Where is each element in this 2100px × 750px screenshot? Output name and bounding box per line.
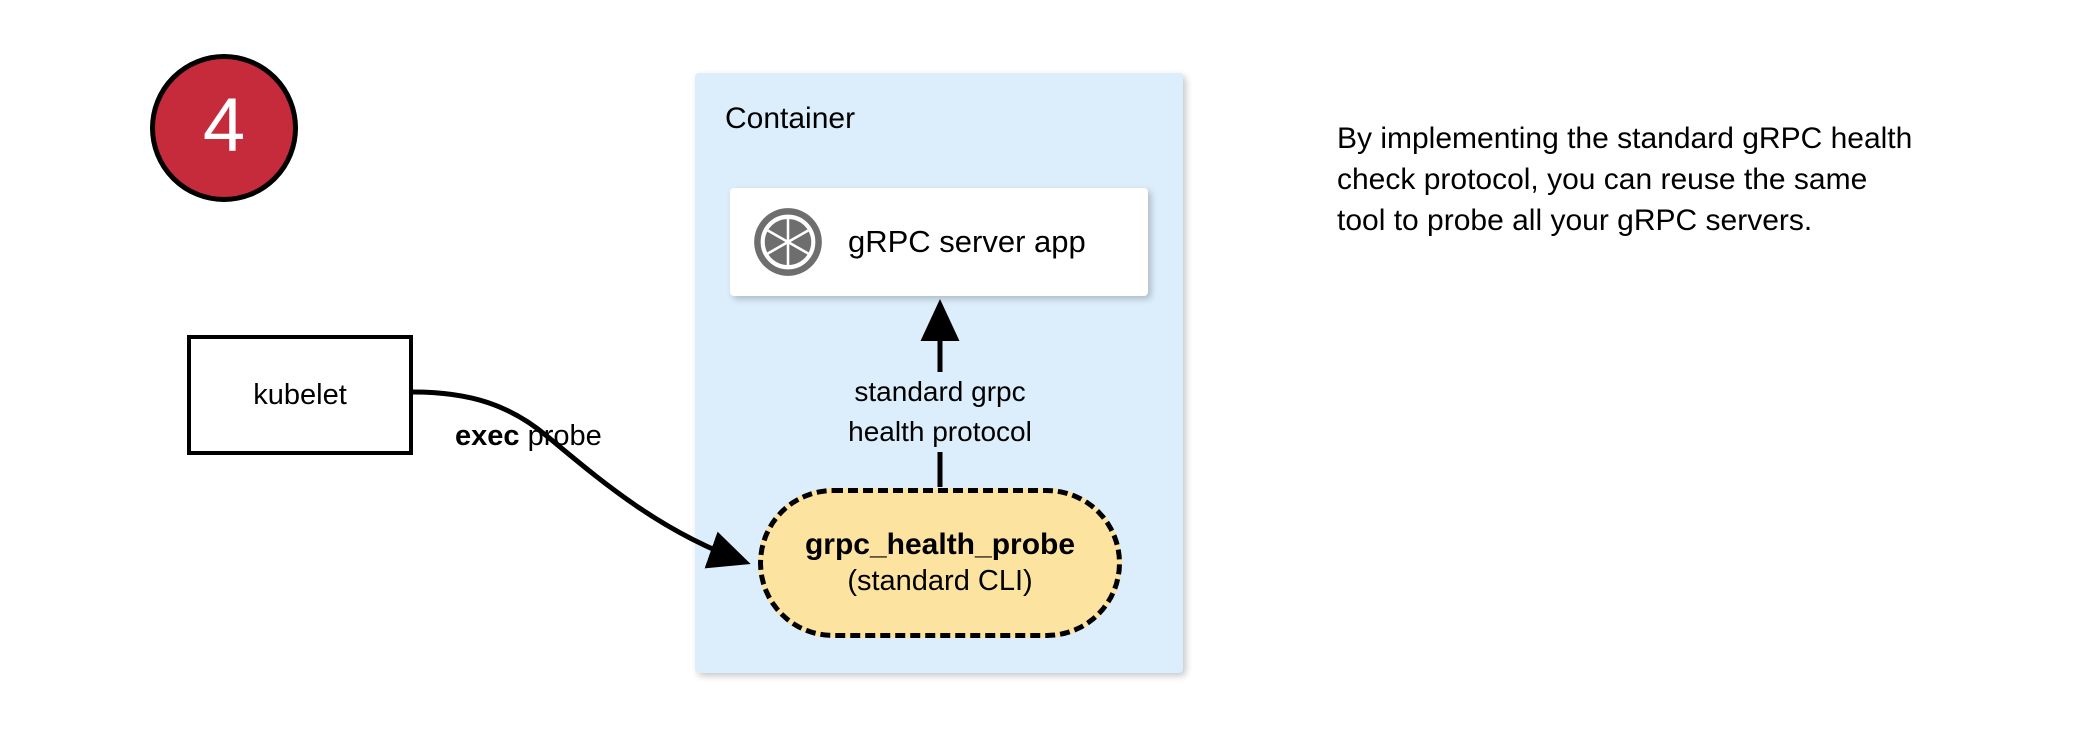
step-number-badge: 4 [150,54,298,202]
container-title: Container [725,102,856,135]
grpc-health-probe-title: grpc_health_probe [804,528,1076,562]
health-protocol-caption-line1: standard grpc [854,376,1026,407]
kubelet-label: kubelet [253,378,347,411]
step-number-label: 4 [202,83,246,168]
explanation-note: By implementing the standard gRPC health… [1337,122,1913,237]
health-protocol-caption-line2: health protocol [848,416,1032,447]
grpc-health-probe-subtitle: (standard CLI) [847,564,1033,597]
exec-probe-label-bold: exec [455,420,520,452]
health-protocol-caption: standard grpc health protocol [790,372,1090,452]
grpc-server-app-label: gRPC server app [848,224,1086,259]
aperture-icon [752,206,824,278]
grpc-server-app-card: gRPC server app [730,188,1148,296]
kubelet-node: kubelet [187,335,413,455]
exec-probe-edge-label: exec probe [455,420,602,453]
exec-probe-label-rest: probe [519,420,602,452]
grpc-health-probe-node: grpc_health_probe (standard CLI) [758,488,1122,638]
